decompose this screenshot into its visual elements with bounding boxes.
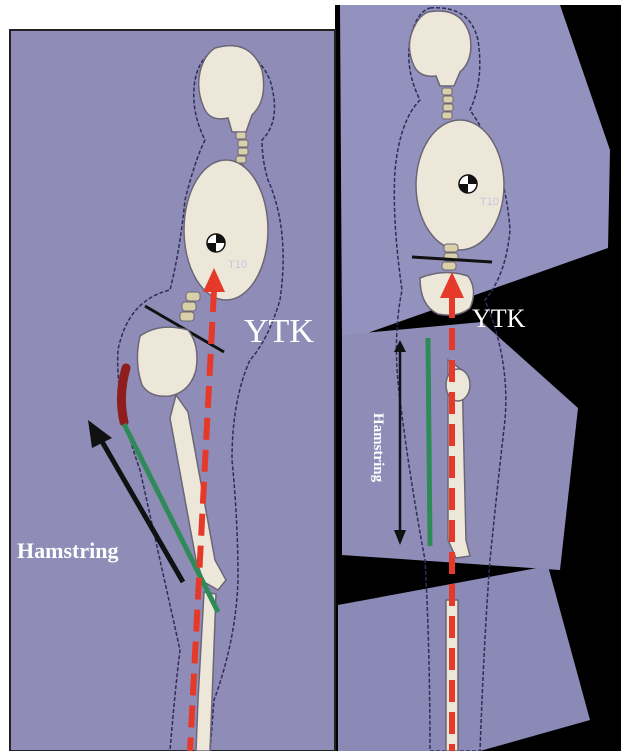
left-hamstring-label: Hamstring bbox=[17, 540, 118, 562]
right-ytk-label: YTK bbox=[472, 306, 525, 332]
left-ytk-label: YTK bbox=[244, 315, 314, 349]
left-vertebra-tag: T10 bbox=[228, 259, 247, 271]
right-hamstring-line bbox=[428, 338, 430, 546]
right-lumbar-spine bbox=[442, 244, 458, 270]
left-thorax bbox=[184, 160, 268, 300]
pelvis-icon bbox=[137, 327, 197, 396]
right-hamstring-label: Hamstring bbox=[370, 413, 385, 482]
right-vertebra-tag: T10 bbox=[480, 196, 499, 208]
right-center-of-mass-icon bbox=[459, 175, 477, 193]
center-of-mass-icon bbox=[207, 234, 225, 252]
left-gluteal-arc bbox=[121, 368, 126, 422]
